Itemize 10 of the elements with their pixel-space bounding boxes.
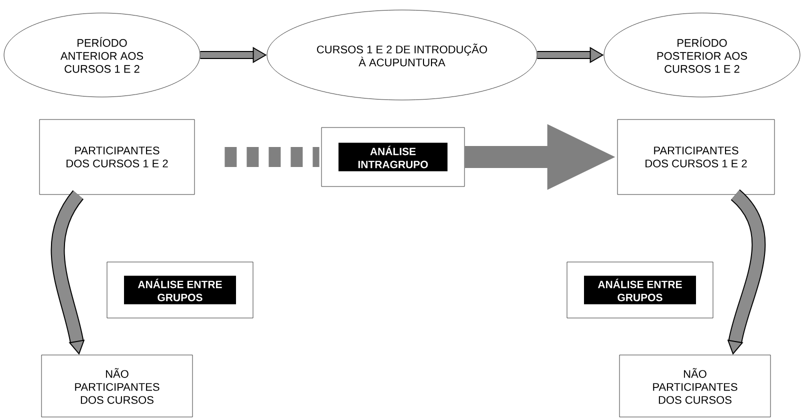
ellipse-node: PERÍODO ANTERIOR AOS CURSOS 1 E 2 xyxy=(4,12,200,98)
group-box: NÃO PARTICIPANTES DOS CURSOS xyxy=(41,354,193,418)
group-box: PARTICIPANTES DOS CURSOS 1 E 2 xyxy=(39,119,195,195)
analysis-box: ANÁLISE ENTRE GRUPOS xyxy=(106,262,254,318)
analysis-box: ANÁLISE INTRAGRUPO xyxy=(321,127,465,187)
group-box: NÃO PARTICIPANTES DOS CURSOS xyxy=(619,354,771,418)
ellipse-node: CURSOS 1 E 2 DE INTRODUÇÃO À ACUPUNTURA xyxy=(266,10,538,100)
ellipse-node: PERÍODO POSTERIOR AOS CURSOS 1 E 2 xyxy=(604,12,800,98)
analysis-box: ANÁLISE ENTRE GRUPOS xyxy=(566,262,714,318)
group-box: PARTICIPANTES DOS CURSOS 1 E 2 xyxy=(617,119,775,195)
